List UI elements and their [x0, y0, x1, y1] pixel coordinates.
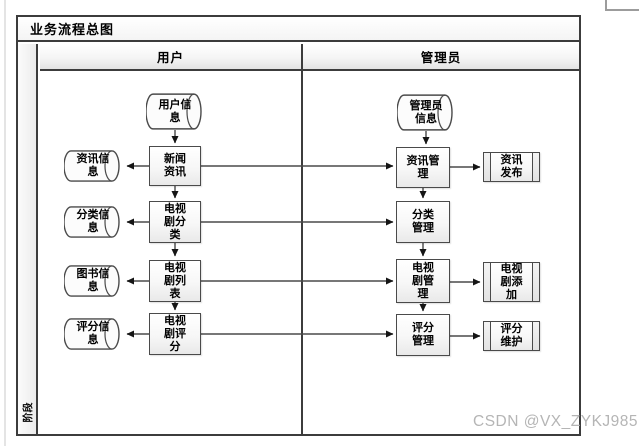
node-label: 电视 剧管 理: [412, 261, 434, 300]
diagram-title-bar: 业务流程总图: [18, 17, 579, 42]
node-label: 评分信 息: [76, 321, 110, 346]
corner-shape-fragment: [605, 0, 639, 11]
node-label: 评分 管理: [412, 322, 434, 347]
node-label: 评分 维护: [500, 323, 523, 348]
node-tv-category: 电视 剧分 类: [149, 201, 201, 243]
node-label: 电视 剧添 加: [500, 262, 523, 301]
diagram-frame: 业务流程总图 阶段 用户 管理员: [16, 15, 581, 436]
page-edge-line: [4, 0, 6, 446]
stored-data-shape: [64, 206, 120, 238]
node-tv-add: 电视 剧添 加: [483, 262, 540, 302]
node-label: 分类信 息: [76, 209, 110, 234]
node-label: 电视 剧分 类: [164, 202, 186, 241]
stored-data-shape: [64, 265, 120, 297]
node-label: 管理员 信息: [409, 99, 443, 125]
lane-user-label: 用户: [156, 51, 184, 65]
node-label: 资讯 发布: [500, 154, 523, 179]
lane-header-user: 用户: [40, 44, 301, 71]
node-label: 资讯管 理: [406, 154, 440, 180]
node-label: 用户信 息: [158, 98, 192, 124]
lane-divider: [301, 44, 303, 434]
phase-band: 阶段: [18, 44, 38, 434]
node-news: 新闻 资讯: [149, 146, 201, 186]
node-score-mgmt: 评分 管理: [396, 314, 450, 356]
node-tv-score: 电视 剧评 分: [149, 313, 201, 355]
phase-band-label: 阶段: [23, 402, 35, 423]
node-label: 电视 剧列 表: [164, 261, 186, 300]
lane-admin-label: 管理员: [420, 51, 462, 65]
node-tv-mgmt: 电视 剧管 理: [396, 259, 450, 303]
stored-data-shape: [146, 93, 202, 130]
node-label: 资讯信 息: [76, 153, 110, 178]
stored-data-shape: [64, 150, 120, 182]
node-score-maint: 评分 维护: [483, 321, 540, 351]
node-label: 分类 管理: [412, 209, 434, 234]
node-label: 图书信 息: [76, 268, 110, 293]
stored-data-shape: [64, 318, 120, 350]
node-category-doc: 分类信 息: [64, 206, 122, 238]
node-label: 电视 剧评 分: [164, 314, 186, 353]
lane-header-admin: 管理员: [303, 44, 579, 71]
diagram-title: 业务流程总图: [30, 22, 115, 37]
csdn-watermark: CSDN @VX_ZYKJ985: [473, 413, 639, 430]
node-category-mgmt: 分类 管理: [396, 201, 450, 243]
node-admin-info: 管理员 信息: [397, 94, 455, 131]
node-book-doc: 图书信 息: [64, 265, 122, 297]
node-info-mgmt: 资讯管 理: [396, 147, 450, 188]
stored-data-shape: [397, 94, 453, 131]
node-user-info: 用户信 息: [146, 93, 204, 130]
node-tv-list: 电视 剧列 表: [149, 260, 201, 302]
node-info-doc: 资讯信 息: [64, 150, 122, 182]
node-info-publish: 资讯 发布: [483, 152, 540, 182]
node-score-doc: 评分信 息: [64, 318, 122, 350]
node-label: 新闻 资讯: [164, 153, 186, 178]
